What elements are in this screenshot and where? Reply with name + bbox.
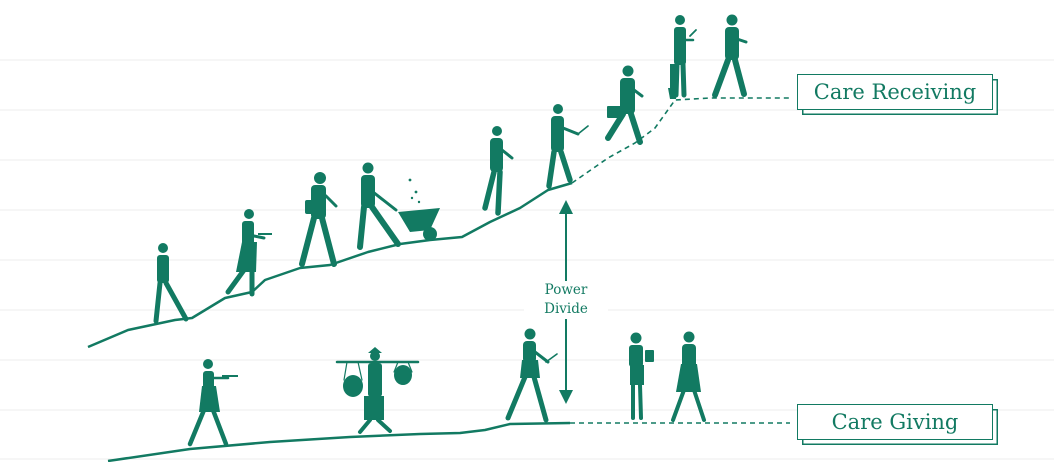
messenger-man-icon — [299, 172, 338, 267]
walking-man-icon — [153, 243, 189, 324]
worker-with-phone-icon — [482, 126, 514, 216]
wheelbarrow-worker-icon — [357, 162, 440, 250]
care-giving-path — [107, 421, 571, 462]
care-receiving-path-dashed — [571, 97, 790, 184]
power-divide-label-line1: Power — [544, 282, 588, 298]
waitress-woman-icon — [187, 359, 238, 447]
power-divide-label: Power Divide — [524, 281, 608, 319]
waiter-man-icon — [225, 209, 272, 297]
businessman-with-briefcase-icon — [605, 65, 644, 145]
clipboard-woman-icon — [629, 332, 654, 420]
care-receiving-label: Care Receiving — [797, 74, 993, 110]
power-divide-label-line2: Divide — [544, 301, 588, 317]
care-receiving-text: Care Receiving — [813, 80, 977, 104]
care-giving-label: Care Giving — [797, 404, 993, 440]
laptop-man-icon — [546, 104, 589, 189]
care-giving-text: Care Giving — [831, 410, 959, 434]
gardener-with-shovel-icon — [668, 15, 697, 99]
walking-woman-icon — [671, 331, 706, 422]
laptop-woman-icon — [505, 328, 558, 423]
phone-walking-man-icon — [712, 14, 748, 98]
basket-carrier-woman-icon — [335, 347, 420, 434]
